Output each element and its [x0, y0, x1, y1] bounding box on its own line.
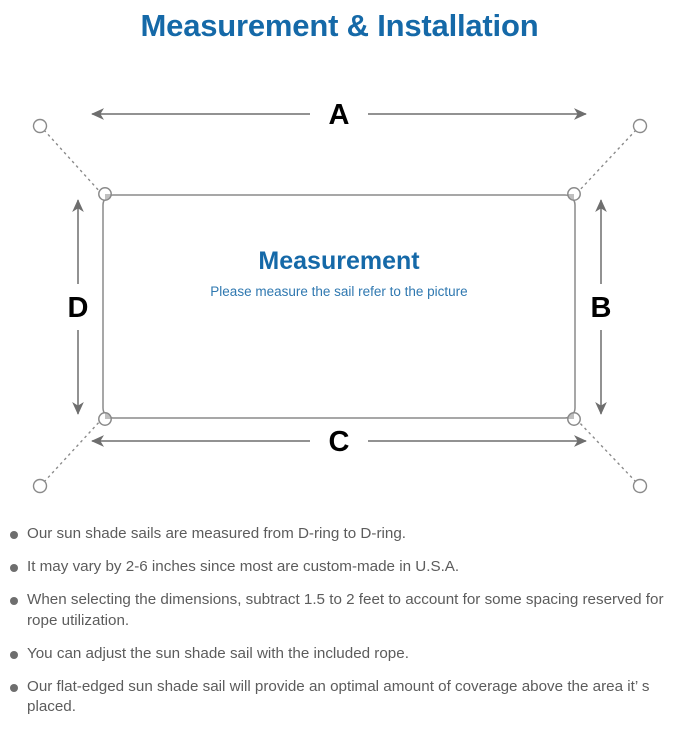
dimension-label-d: D: [68, 292, 89, 324]
rope-line-bottom-left: [43, 419, 102, 483]
rope-line-bottom-right: [576, 419, 637, 483]
list-item: When selecting the dimensions, subtract …: [10, 590, 665, 630]
list-item-text: It may vary by 2-6 inches since most are…: [27, 558, 460, 576]
rope-lines: [43, 129, 637, 483]
bullet-dot-icon: [10, 564, 18, 573]
d-ring-bottom-left-shade: [105, 412, 112, 419]
diagram-center-subtext: Please measure the sail refer to the pic…: [210, 284, 467, 299]
anchor-ring-top-right: [632, 118, 648, 134]
anchor-ring-bottom-right: [632, 478, 648, 494]
diagram-center-heading: Measurement: [258, 247, 420, 275]
dimension-c: C: [91, 426, 587, 458]
d-ring-bottom-right-shade: [567, 412, 574, 419]
list-item: It may vary by 2-6 inches since most are…: [10, 557, 665, 577]
d-ring-top-right-shade: [567, 194, 574, 201]
list-item: You can adjust the sun shade sail with t…: [10, 644, 665, 664]
page-title: Measurement & Installation: [140, 8, 539, 43]
bullet-dot-icon: [10, 531, 18, 539]
dimension-label-a: A: [329, 99, 350, 131]
dimension-label-b: B: [591, 292, 612, 324]
list-item: Our flat-edged sun shade sail will provi…: [10, 677, 665, 717]
list-item: Our sun shade sails are measured from D-…: [10, 524, 665, 544]
notes-list: Our sun shade sails are measured from D-…: [0, 524, 679, 718]
dimension-label-c: C: [329, 426, 350, 458]
sail-measurement-diagram: A C D B Measurement Please me: [0, 52, 679, 512]
list-item-text: When selecting the dimensions, subtract …: [27, 591, 664, 629]
sail-outline: [102, 194, 576, 419]
rope-line-top-left: [43, 129, 102, 194]
anchor-points: [32, 118, 648, 494]
list-item-text: Our flat-edged sun shade sail will provi…: [27, 678, 650, 716]
list-item-text: Our sun shade sails are measured from D-…: [27, 525, 406, 542]
anchor-ring-bottom-left: [32, 478, 48, 494]
dimension-a: A: [91, 99, 587, 131]
d-rings: [98, 187, 581, 426]
dimension-d: D: [68, 199, 89, 415]
dimension-b: B: [591, 199, 612, 415]
bullet-dot-icon: [10, 650, 18, 659]
bullet-dot-icon: [10, 684, 18, 693]
list-item-text: You can adjust the sun shade sail with t…: [27, 644, 409, 662]
rope-line-top-right: [576, 129, 637, 194]
anchor-ring-top-left: [32, 118, 48, 134]
bullet-dot-icon: [10, 597, 18, 606]
d-ring-top-left-shade: [105, 194, 112, 201]
